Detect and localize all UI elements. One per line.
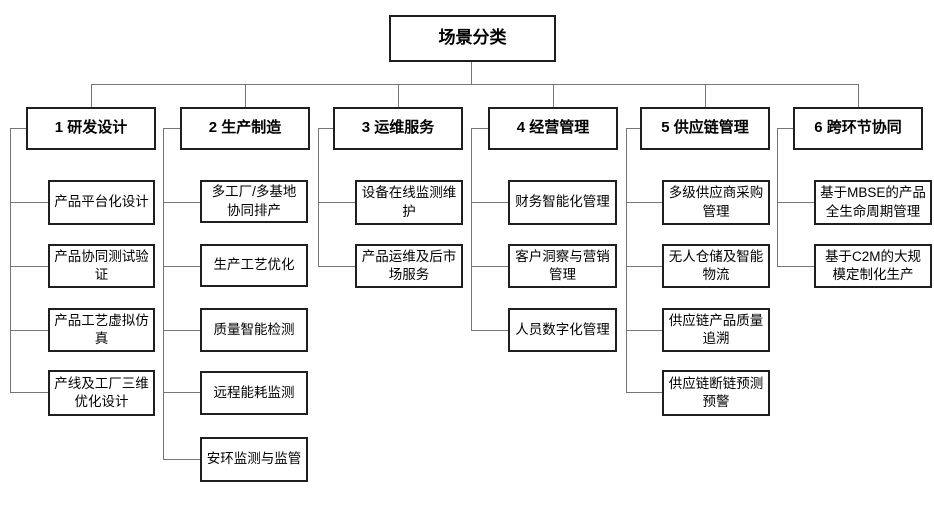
connector-stub: [318, 128, 333, 129]
scenario-item: 供应链产品质量追溯: [662, 308, 770, 352]
connector-stub: [777, 202, 814, 203]
connector-drop-6: [858, 84, 859, 107]
connector-stub: [10, 330, 48, 331]
connector-stub: [10, 392, 48, 393]
scenario-item: 多工厂/多基地协同排产: [200, 180, 308, 223]
connector-stub: [163, 392, 200, 393]
connector-stub: [626, 392, 662, 393]
connector-drop-1: [91, 84, 92, 107]
connector-stub: [777, 128, 793, 129]
connector-stub: [471, 266, 508, 267]
scenario-item: 基于MBSE的产品全生命周期管理: [814, 180, 932, 225]
connector-stub: [163, 202, 200, 203]
connector-stub: [626, 202, 662, 203]
scenario-item: 供应链断链预测预警: [662, 370, 770, 416]
category-header-3: 3 运维服务: [333, 107, 463, 150]
scenario-item: 安环监测与监管: [200, 437, 308, 482]
connector-stub: [163, 128, 180, 129]
connector-stub: [777, 266, 814, 267]
connector-rail-3: [318, 128, 319, 266]
connector-stub: [471, 128, 488, 129]
scenario-item: 客户洞察与营销管理: [508, 244, 617, 288]
connector-drop-4: [553, 84, 554, 107]
connector-stub: [318, 266, 355, 267]
connector-stub: [626, 330, 662, 331]
connector-drop-2: [245, 84, 246, 107]
scenario-item: 多级供应商采购管理: [662, 180, 770, 225]
connector-spine: [91, 84, 858, 85]
connector-stub: [626, 128, 640, 129]
scenario-item: 设备在线监测维护: [355, 180, 463, 225]
scenario-item: 产品工艺虚拟仿真: [48, 308, 155, 352]
connector-stub: [471, 330, 508, 331]
scenario-item: 产品运维及后市场服务: [355, 244, 463, 288]
connector-rail-5: [626, 128, 627, 392]
scenario-item: 人员数字化管理: [508, 308, 617, 352]
connector-rail-1: [10, 128, 11, 392]
scenario-item: 生产工艺优化: [200, 244, 308, 287]
connector-stub: [163, 266, 200, 267]
scenario-item: 远程能耗监测: [200, 371, 308, 415]
connector-stub: [163, 330, 200, 331]
connector-stub: [10, 266, 48, 267]
scenario-item: 产品协同测试验证: [48, 244, 155, 288]
scenario-item: 产线及工厂三维优化设计: [48, 370, 155, 416]
connector-drop-5: [705, 84, 706, 107]
category-header-6: 6 跨环节协同: [793, 107, 923, 150]
connector-stub: [10, 128, 26, 129]
connector-stub: [471, 202, 508, 203]
connector-drop-3: [398, 84, 399, 107]
scenario-item: 财务智能化管理: [508, 180, 617, 225]
category-header-2: 2 生产制造: [180, 107, 310, 150]
scenario-item: 产品平台化设计: [48, 180, 155, 225]
category-header-5: 5 供应链管理: [640, 107, 770, 150]
connector-stub: [318, 202, 355, 203]
connector-root-drop: [471, 62, 472, 84]
scenario-item: 基于C2M的大规模定制化生产: [814, 244, 932, 288]
category-header-1: 1 研发设计: [26, 107, 156, 150]
connector-rail-4: [471, 128, 472, 330]
connector-stub: [10, 202, 48, 203]
category-header-4: 4 经营管理: [488, 107, 618, 150]
connector-rail-6: [777, 128, 778, 266]
scenario-item: 质量智能检测: [200, 308, 308, 352]
connector-stub: [626, 266, 662, 267]
connector-stub: [163, 459, 200, 460]
scenario-item: 无人仓储及智能物流: [662, 244, 770, 288]
connector-rail-2: [163, 128, 164, 459]
root-node: 场景分类: [389, 15, 556, 62]
